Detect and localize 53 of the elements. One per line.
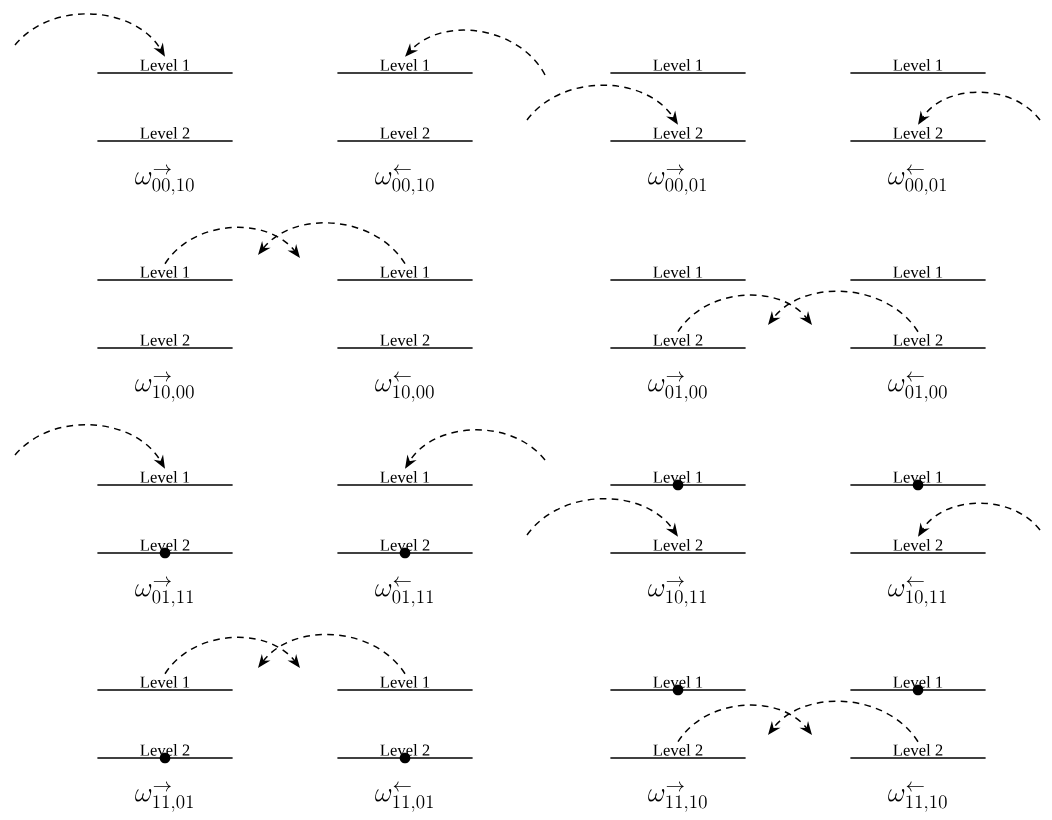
arrow [677,704,812,743]
energy-level: Level 2 [849,334,987,349]
rate-label: $\omega^{\leftarrow}_{11,10}$ [888,781,947,812]
rate-label: $\omega^{\rightarrow}_{01,00}$ [648,371,707,402]
energy-level: Level 1 [336,59,474,74]
rate-label: $\omega^{\rightarrow}_{10,11}$ [648,576,706,607]
energy-level: Level 1 [96,59,234,74]
energy-level: Level 1 [849,266,987,281]
energy-level: Level 2 [96,334,234,349]
rate-label: $\omega^{\rightarrow}_{00,10}$ [135,164,194,195]
energy-level: Level 2 [96,127,234,142]
rate-label: $\omega^{\rightarrow}_{00,01}$ [648,164,706,195]
energy-level: Level 1 [96,471,234,486]
energy-level: Level 2 [336,539,474,554]
arrow [258,222,406,265]
rate-label: $\omega^{\leftarrow}_{10,11}$ [888,576,946,607]
energy-level: Level 1 [336,676,474,691]
energy-level: Level 2 [849,127,987,142]
energy-level: Level 2 [609,334,747,349]
arrow [164,636,300,675]
energy-level: Level 1 [609,471,747,486]
energy-level: Level 2 [96,539,234,554]
energy-level: Level 1 [609,59,747,74]
energy-level: Level 1 [849,59,987,74]
energy-level: Level 2 [609,127,747,142]
rate-label: $\omega^{\leftarrow}_{00,10}$ [375,164,434,195]
arrow [164,226,300,265]
energy-level: Level 2 [336,127,474,142]
energy-level: Level 1 [609,266,747,281]
arrow [405,29,546,76]
energy-level: Level 2 [849,539,987,554]
energy-level: Level 2 [336,744,474,759]
energy-level: Level 1 [96,266,234,281]
energy-level: Level 1 [849,676,987,691]
energy-level: Level 2 [849,744,987,759]
energy-level: Level 2 [336,334,474,349]
energy-level: Level 2 [609,539,747,554]
energy-level: Level 2 [96,744,234,759]
energy-level: Level 1 [336,471,474,486]
energy-level: Level 1 [336,266,474,281]
arrow [677,294,812,333]
rate-label: $\omega^{\rightarrow}_{11,10}$ [648,781,707,812]
arrow [768,700,919,743]
rate-label: $\omega^{\leftarrow}_{01,00}$ [888,371,947,402]
rate-label: $\omega^{\rightarrow}_{10,00}$ [135,371,194,402]
rate-label: $\omega^{\leftarrow}_{00,01}$ [888,164,946,195]
energy-level: Level 1 [609,676,747,691]
arrow [768,290,919,333]
energy-level: Level 2 [609,744,747,759]
rate-label: $\omega^{\leftarrow}_{10,00}$ [375,371,434,402]
arrow [258,633,406,675]
energy-level: Level 1 [849,471,987,486]
energy-level: Level 1 [96,676,234,691]
